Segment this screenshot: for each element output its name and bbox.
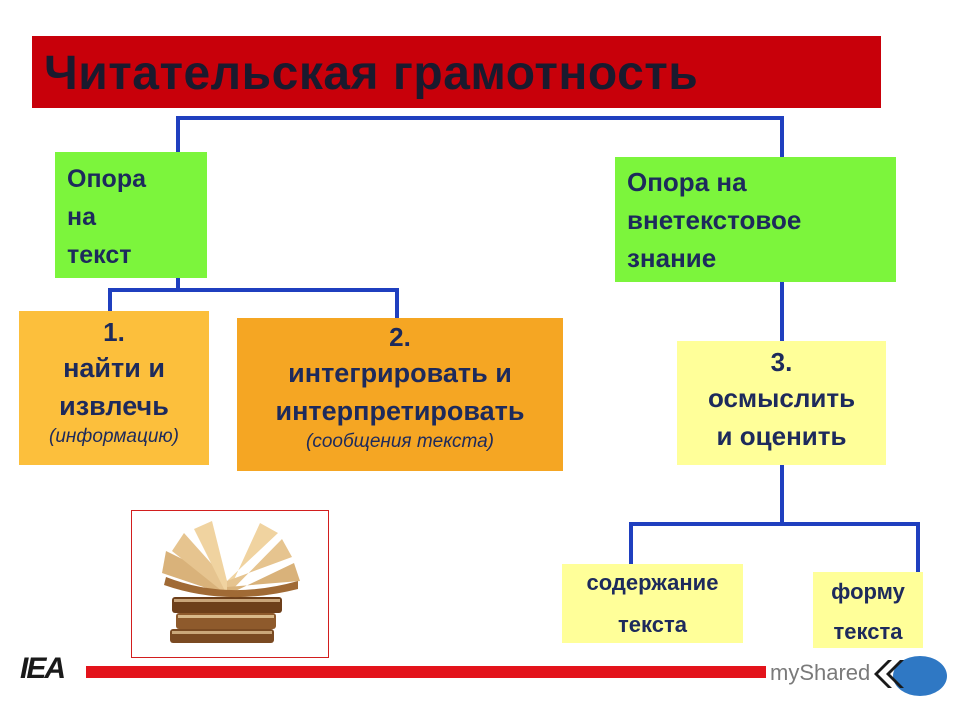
- evaluate-line-2: и оценить: [716, 421, 847, 451]
- find-extract-box: 1. найти и извлечь (информацию): [19, 311, 209, 465]
- integrate-interpret-box: 2. интегрировать и интерпретировать (соо…: [237, 318, 563, 471]
- integrate-number: 2.: [389, 322, 411, 352]
- form-line-2: текста: [833, 619, 903, 644]
- form-line-1: форму: [831, 579, 905, 604]
- integrate-note: (сообщения текста): [306, 431, 494, 452]
- evaluate-box: 3. осмыслить и оценить: [677, 341, 886, 465]
- find-line-1: найти и: [63, 353, 165, 383]
- page-title: Читательская грамотность: [44, 47, 699, 100]
- text-support-line-3: текст: [67, 241, 132, 269]
- text-support-line-2: на: [67, 203, 97, 231]
- back-nav-icon[interactable]: [868, 656, 906, 692]
- books-image: [131, 510, 329, 658]
- text-form-box: форму текста: [813, 572, 923, 648]
- iea-logo-text: IEA: [20, 652, 66, 685]
- text-content-box: содержание текста: [562, 564, 743, 643]
- books-icon: [162, 521, 300, 643]
- title-bar: Читательская грамотность: [32, 36, 881, 108]
- find-note: (информацию): [49, 426, 179, 447]
- content-line-2: текста: [618, 612, 687, 637]
- find-number: 1.: [103, 317, 125, 347]
- iea-logo: IEA: [12, 648, 84, 688]
- integrate-line-2: интерпретировать: [275, 396, 525, 426]
- integrate-line-1: интегрировать и: [288, 358, 512, 388]
- text-support-line-1: Опора: [67, 165, 146, 193]
- extra-knowledge-box: Опора на внетекстовое знание: [615, 157, 896, 282]
- watermark-text: myShared: [770, 660, 871, 685]
- text-support-box: Опора на текст: [55, 152, 207, 278]
- find-line-2: извлечь: [59, 391, 169, 421]
- extra-knowledge-line-3: знание: [627, 243, 717, 273]
- extra-knowledge-line-1: Опора на: [627, 167, 747, 197]
- connector-text-children: [108, 288, 399, 320]
- connector-root: [176, 116, 784, 159]
- nav-circle-button[interactable]: [893, 656, 947, 696]
- connector-evaluate-children: [629, 522, 920, 574]
- extra-knowledge-line-2: внетекстовое: [627, 205, 802, 235]
- evaluate-number: 3.: [770, 347, 793, 377]
- footer-red-bar: [86, 666, 766, 678]
- content-line-1: содержание: [586, 570, 719, 595]
- evaluate-line-1: осмыслить: [707, 383, 856, 413]
